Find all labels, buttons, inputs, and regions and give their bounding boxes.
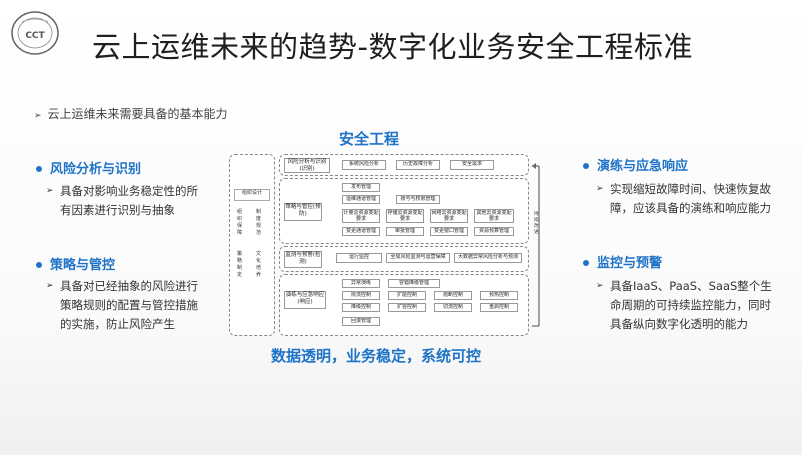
stage-cell: 扩容控制 — [388, 303, 426, 312]
stage-cell: 预热控制 — [480, 291, 518, 300]
stage-cell: 其他云资源变配要求 — [474, 209, 514, 223]
section-body-monitoring: ➢ 具备IaaS、PaaS、SaaS整个生 命周期的可持续监控能力，同时 具备纵… — [596, 279, 772, 331]
stage-cell: 资源预算管理 — [474, 227, 514, 236]
stage-cell: 账号与权限管理 — [396, 195, 440, 204]
organization-logo: CCT — [11, 11, 59, 55]
stage-detect: 监测与预警(检测) 运行监控 全局风险监测与运营保障 大数据异常风险分析与预测 — [279, 246, 529, 272]
stage-cell: 审批管理 — [386, 227, 424, 236]
page-title: 云上运维未来的趋势-数字化业务安全工程标准 — [92, 30, 693, 64]
stage-cell: 熔断控制 — [434, 291, 472, 300]
stage-label: 监测与预警(检测) — [284, 251, 322, 268]
stage-cell: 全局风险监测与运营保障 — [386, 253, 450, 263]
chevron-right-icon: ➢ — [34, 111, 42, 121]
stage-cell: 切流控制 — [434, 303, 472, 312]
diagram-title: 安全工程 — [339, 130, 400, 148]
feedback-arrow-icon — [532, 163, 540, 327]
stage-cell: 大数据异常风险分析与预测 — [454, 253, 522, 263]
chevron-right-icon: ➢ — [596, 281, 604, 291]
section-title-risk-analysis: 风险分析与识别 — [36, 158, 141, 177]
subheading: ➢云上运维未来需要具备的基本能力 — [34, 107, 228, 121]
stage-cell: 回滚管理 — [342, 317, 380, 326]
stage-respond: 演练与应急响应(响应) 异常演练 容错降级管理 限流控制 扩能控制 熔断控制 预… — [279, 274, 529, 336]
security-engineering-diagram: 组织设计 组织保障 制度规范 策略制定 文化培养 风险分析与识别(识别) 系统风… — [225, 150, 555, 340]
bullet-dot-icon — [36, 165, 42, 172]
stage-cell: 运维通道管理 — [342, 195, 380, 204]
stage-prevent: 策略与管控(预防) 发布管理 运维通道管理 账号与权限管理 计量云资源变配要求 … — [279, 178, 529, 244]
strategy-formulation-label: 策略制定 — [237, 251, 243, 278]
section-title-drill-response: 演练与应急响应 — [583, 155, 688, 174]
stage-cell: 存储云资源变配要求 — [386, 209, 424, 223]
section-body-drill-response: ➢ 实现缩短故障时间、快速恢复故 障，应该具备的演练和响应能力 — [596, 182, 771, 215]
bullet-dot-icon — [583, 162, 589, 169]
chevron-right-icon: ➢ — [596, 184, 604, 194]
org-guarantee-label: 组织保障 — [237, 209, 243, 236]
section-body-risk-analysis: ➢ 具备对影响业务稳定性的所 有因素进行识别与抽象 — [46, 184, 198, 217]
stage-cell: 重启控制 — [480, 303, 518, 312]
stage-cell: 容错降级管理 — [388, 279, 440, 288]
policy-standard-label: 制度规范 — [256, 209, 262, 236]
section-title-monitoring: 监控与预警 — [583, 252, 662, 271]
bullet-dot-icon — [583, 259, 589, 266]
stage-label: 演练与应急响应(响应) — [284, 291, 326, 309]
stage-cell: 运行监控 — [336, 253, 382, 263]
org-design-box: 组织设计 — [234, 189, 270, 201]
stage-identify: 风险分析与识别(识别) 系统风险分析 历史故障分析 安全需求 — [279, 154, 529, 176]
chevron-right-icon: ➢ — [46, 186, 54, 196]
stage-label: 风险分析与识别(识别) — [284, 158, 330, 173]
stage-cell: 扩能控制 — [388, 291, 426, 300]
stage-cell: 限流控制 — [342, 291, 380, 300]
bullet-dot-icon — [36, 261, 42, 268]
stage-cell: 异常演练 — [342, 279, 380, 288]
stage-cell: 降级控制 — [342, 303, 380, 312]
chevron-right-icon: ➢ — [46, 281, 54, 291]
summary-caption: 数据透明，业务稳定，系统可控 — [271, 347, 482, 365]
stage-cell: 系统风险分析 — [342, 160, 386, 170]
svg-text:CCT: CCT — [25, 31, 45, 41]
stage-cell: 发布管理 — [342, 183, 380, 192]
stage-label: 策略与管控(预防) — [284, 203, 322, 221]
section-body-strategy: ➢ 具备对已经抽象的风险进行 策略规则的配置与管控措施 的实施，防止风险产生 — [46, 279, 198, 331]
section-title-strategy: 策略与管控 — [36, 254, 115, 273]
stage-cell: 计量云资源变配要求 — [342, 209, 380, 223]
stage-cell: 变更窗口管理 — [430, 227, 468, 236]
stage-cell: 历史故障分析 — [396, 160, 440, 170]
stage-cell: 变更通道管理 — [342, 227, 380, 236]
culture-building-label: 文化培养 — [256, 251, 262, 278]
stage-cell: 安全需求 — [450, 160, 494, 170]
continuous-improvement-label: 持续改进 — [534, 212, 539, 235]
organization-panel: 组织设计 组织保障 制度规范 策略制定 文化培养 — [229, 154, 275, 336]
stage-cell: 网络云资源变配要求 — [430, 209, 468, 223]
